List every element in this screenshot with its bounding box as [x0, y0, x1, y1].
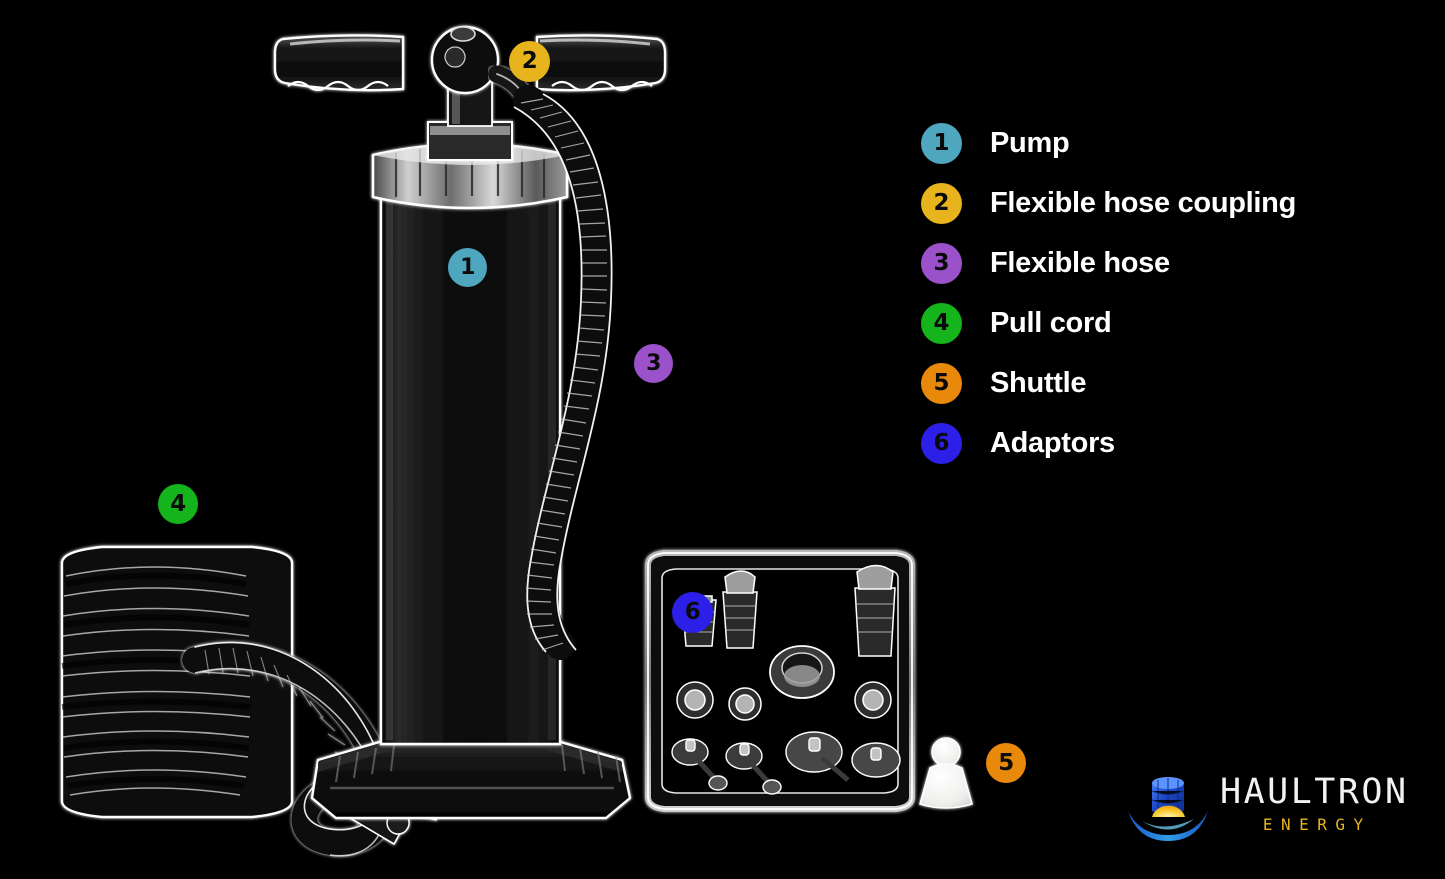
legend-badge-1: 1 [921, 122, 962, 164]
legend-badge-5-number: 5 [933, 369, 950, 396]
callout-badge-3-number: 3 [646, 350, 661, 376]
legend-label-3: Flexible hose [990, 246, 1170, 279]
callout-badge-2-number: 2 [521, 48, 538, 74]
adaptors-case [645, 550, 915, 812]
haultron-logo-icon [1128, 777, 1208, 841]
logo-subword: ENERGY [1262, 815, 1372, 834]
callout-badge-6[interactable]: 6 [672, 592, 713, 633]
callout-badge-3[interactable]: 3 [634, 344, 673, 383]
legend-item-pull-cord[interactable]: 4 Pull cord [921, 298, 1391, 348]
legend-label-4: Pull cord [990, 306, 1112, 339]
legend-item-shuttle[interactable]: 5 Shuttle [921, 358, 1391, 408]
adaptor-disc [769, 645, 835, 699]
callout-badge-6-number: 6 [684, 599, 701, 625]
legend-item-adaptors[interactable]: 6 Adaptors [921, 418, 1391, 468]
callout-badge-1-number: 1 [460, 254, 475, 280]
callout-badge-1[interactable]: 1 [448, 248, 487, 287]
pump-base [310, 734, 632, 820]
legend-badge-6-number: 6 [933, 429, 950, 456]
callout-badge-5[interactable]: 5 [986, 743, 1026, 783]
shuttle [919, 737, 973, 809]
legend-item-flexible-hose-coupling[interactable]: 2 Flexible hose coupling [921, 178, 1391, 228]
legend-badge-5: 5 [921, 362, 962, 404]
logo-wordmark: HAULTRON ENERGY [1220, 775, 1409, 833]
legend-item-flexible-hose[interactable]: 3 Flexible hose [921, 238, 1391, 288]
brand-logo[interactable]: HAULTRON ENERGY [1122, 758, 1422, 850]
legend: 1 Pump 2 Flexible hose coupling 3 Flexib… [921, 118, 1391, 478]
legend-badge-6: 6 [921, 422, 962, 464]
callout-badge-2[interactable]: 2 [509, 41, 550, 82]
legend-label-6: Adaptors [990, 426, 1115, 459]
legend-label-5: Shuttle [990, 366, 1087, 399]
legend-badge-3-number: 3 [933, 249, 950, 276]
legend-label-2: Flexible hose coupling [990, 186, 1296, 219]
legend-badge-4: 4 [921, 302, 962, 344]
callout-badge-5-number: 5 [998, 749, 1014, 776]
callout-badge-4[interactable]: 4 [158, 484, 198, 524]
legend-badge-3: 3 [921, 242, 962, 284]
logo-word: HAULTRON [1220, 772, 1409, 812]
legend-item-pump[interactable]: 1 Pump [921, 118, 1391, 168]
adaptor-ring [676, 681, 892, 721]
legend-label-1: Pump [990, 126, 1070, 159]
legend-badge-2: 2 [921, 182, 962, 224]
callout-badge-4-number: 4 [170, 490, 186, 517]
legend-badge-4-number: 4 [933, 309, 950, 336]
pump-handle [273, 25, 667, 95]
adaptor-valve [671, 731, 901, 795]
legend-badge-2-number: 2 [933, 189, 950, 216]
legend-badge-1-number: 1 [933, 129, 950, 156]
flexible-hose [513, 85, 613, 660]
